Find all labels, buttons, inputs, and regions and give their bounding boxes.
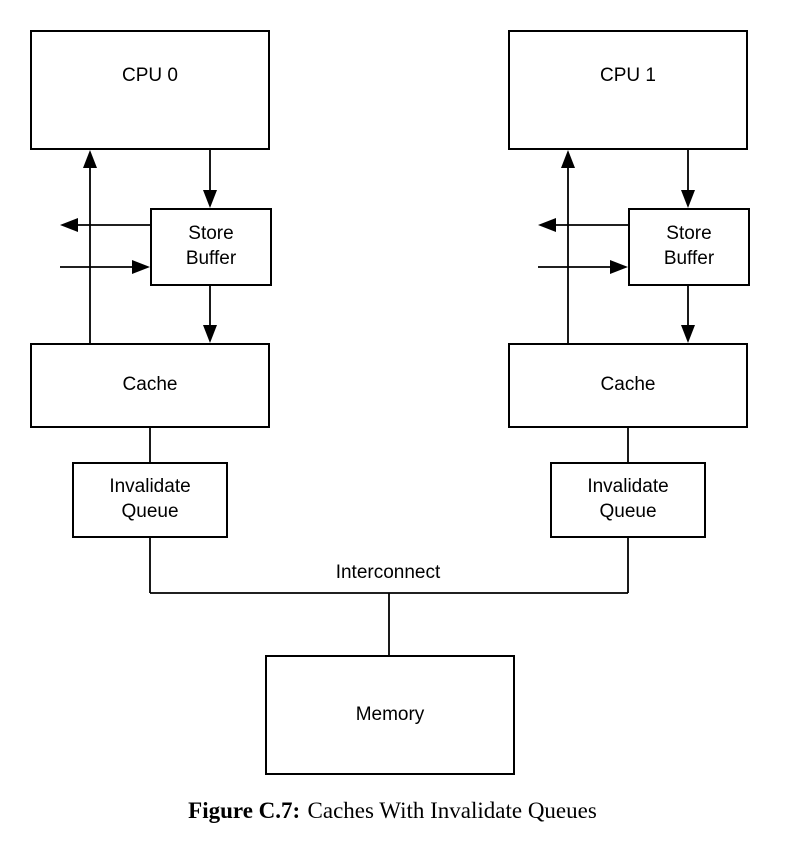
invalidate-queue0-box: Invalidate Queue bbox=[72, 462, 228, 538]
store-buffer0-box: Store Buffer bbox=[150, 208, 272, 286]
cache0-to-cpu0-arrow bbox=[83, 150, 97, 343]
cache1-box: Cache bbox=[508, 343, 748, 428]
interconnect-label: Interconnect bbox=[335, 562, 441, 583]
store-buffer1-box: Store Buffer bbox=[628, 208, 750, 286]
caption-label: Figure C.7: bbox=[188, 798, 301, 823]
caption-text: Caches With Invalidate Queues bbox=[307, 798, 597, 823]
store-buffer0-to-cache0-arrow bbox=[203, 286, 217, 343]
cache1-to-cpu1-arrow bbox=[561, 150, 575, 343]
cpu0-to-store-buffer0-arrow bbox=[203, 150, 217, 208]
store-buffer0-incoming-arrow bbox=[60, 260, 150, 274]
figure-caption: Figure C.7:Caches With Invalidate Queues bbox=[0, 798, 785, 824]
store-buffer0-forwarding-arrow bbox=[60, 218, 150, 232]
store-buffer1-incoming-arrow bbox=[538, 260, 628, 274]
store-buffer1-to-cache1-arrow bbox=[681, 286, 695, 343]
invalidate-queue1-box: Invalidate Queue bbox=[550, 462, 706, 538]
cpu1-box: CPU 1 bbox=[508, 30, 748, 150]
cache0-box: Cache bbox=[30, 343, 270, 428]
memory-box: Memory bbox=[265, 655, 515, 775]
cpu1-to-store-buffer1-arrow bbox=[681, 150, 695, 208]
store-buffer1-forwarding-arrow bbox=[538, 218, 628, 232]
cpu0-box: CPU 0 bbox=[30, 30, 270, 150]
